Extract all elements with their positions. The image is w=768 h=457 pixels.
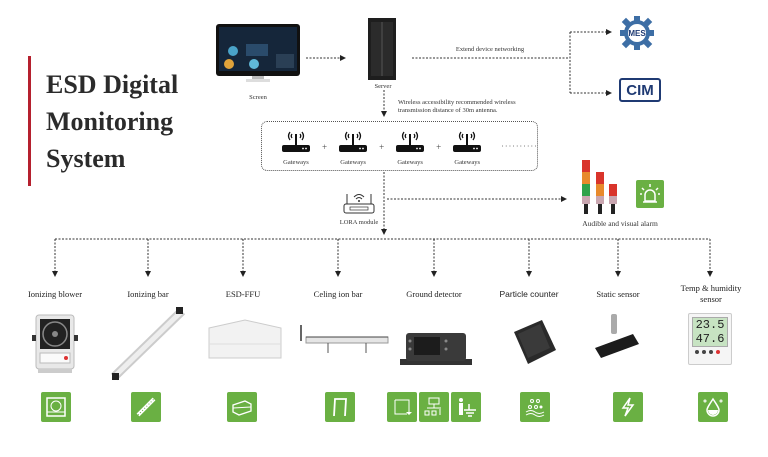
device-label-esd-ffu: ESD-FFU	[225, 289, 261, 299]
title-line-3: System	[46, 144, 126, 173]
gateways-group	[261, 121, 538, 171]
lora-module-label: LORA module	[339, 219, 379, 226]
wireless-note: Wireless accessibility recommended wirel…	[398, 99, 516, 115]
device-label-ceiling-ion-bar: Celing ion bar	[313, 289, 363, 299]
mes-icon: MES	[620, 16, 654, 50]
title-line-1: ESD Digital	[46, 70, 179, 99]
gateway-router-icon	[282, 131, 310, 152]
ceiling-ion-bar-image	[298, 323, 392, 363]
esd-ffu-image	[205, 318, 285, 362]
gateway-item: Gateways	[447, 128, 487, 166]
wireless-note-line-1: Wireless accessibility recommended wirel…	[398, 99, 516, 106]
blower-icon	[41, 392, 71, 422]
gateway-router-icon	[396, 131, 425, 152]
cim-icon: CIM	[619, 78, 661, 102]
gateway-item: Gateways	[333, 128, 373, 166]
gateway-label: Gateways	[397, 159, 423, 166]
gateway-item: Gateways	[276, 128, 316, 166]
device-label-temp-humidity: Temp & humidity sensor	[680, 283, 742, 304]
ground-network-icon	[419, 392, 449, 422]
plus-separator: +	[436, 142, 442, 152]
gateways-ellipsis: ··········	[501, 142, 538, 151]
temp-humidity-sensor-image: 23.5 47.6	[688, 313, 732, 365]
ground-scroll-icon	[387, 392, 417, 422]
gateway-label: Gateways	[454, 159, 481, 166]
server-image	[366, 18, 398, 80]
cim-text: CIM	[626, 81, 654, 99]
gateway-item: Gateways	[390, 128, 430, 166]
server-label: Server	[374, 83, 392, 90]
humidity-readout: 47.6	[695, 332, 725, 346]
plus-separator: +	[379, 142, 385, 152]
signal-tower-lights-image	[578, 158, 618, 216]
gateway-label: Gateways	[340, 159, 366, 166]
title-line-2: Monitoring	[46, 107, 174, 136]
particle-icon	[520, 392, 550, 422]
ionizing-blower-image	[32, 313, 78, 375]
ground-person-icon	[451, 392, 481, 422]
ceiling-bar-icon	[325, 392, 355, 422]
thermo-display: 23.5 47.6	[692, 317, 728, 347]
gateways-row: Gateways + Gateways + Gateways + Gateway…	[276, 128, 538, 166]
ffu-icon	[227, 392, 257, 422]
static-sensor-image	[593, 312, 641, 362]
title-accent-bar	[28, 56, 31, 186]
thermo-buttons	[695, 350, 725, 354]
device-label-ground-detector: Ground detector	[406, 289, 462, 299]
extend-networking-label: Extend device networking	[455, 46, 525, 53]
ionizing-bar-image	[108, 305, 188, 383]
alarm-beacon-icon	[636, 180, 664, 208]
device-label-particle-counter: Particle counter	[499, 289, 559, 299]
gateway-router-icon	[453, 131, 482, 152]
ground-detector-icons	[387, 392, 481, 422]
ground-detector-image	[400, 325, 472, 367]
particle-counter-image	[510, 318, 558, 368]
gateway-router-icon	[339, 131, 368, 152]
device-label-ionizing-bar: Ionizing bar	[127, 289, 169, 299]
lightning-icon	[613, 392, 643, 422]
screen-monitor-image	[216, 24, 300, 82]
lora-router-icon	[342, 190, 376, 216]
device-label-static-sensor: Static sensor	[596, 289, 640, 299]
svg-text:MES: MES	[628, 29, 646, 38]
wireless-note-line-2: transmission distance of 30m antenna.	[398, 107, 498, 114]
droplet-icon	[698, 392, 728, 422]
plus-separator: +	[322, 142, 328, 152]
page-title: ESD Digital Monitoring System	[46, 66, 178, 177]
screen-label: Screen	[249, 94, 267, 101]
device-label-ionizing-blower: Ionizing blower	[27, 289, 83, 299]
temp-readout: 23.5	[695, 318, 725, 332]
alarm-label: Audible and visual alarm	[582, 219, 658, 228]
gateway-label: Gateways	[283, 159, 309, 166]
ion-bar-icon	[131, 392, 161, 422]
